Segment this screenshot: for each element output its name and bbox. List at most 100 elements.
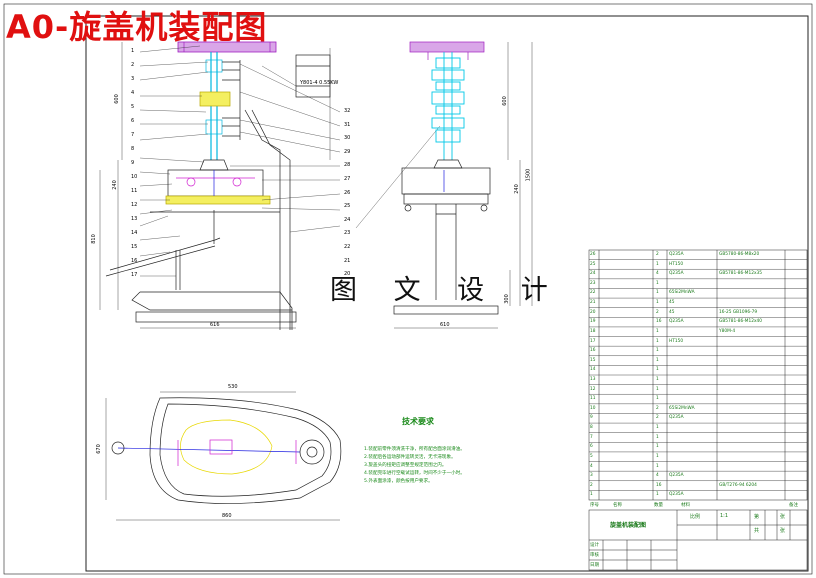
callout-left-17: 17 bbox=[131, 272, 138, 278]
parts-cell-no: 2 bbox=[590, 482, 593, 488]
callout-left-6: 6 bbox=[131, 118, 135, 124]
side-dim-width: 610 bbox=[440, 322, 450, 328]
parts-cell-material: HT150 bbox=[669, 338, 684, 344]
tech-note: 3.旋盖头的扭矩应调整至规定范围之内。 bbox=[364, 463, 447, 468]
callout-right-21: 21 bbox=[344, 257, 351, 264]
header-no: 序号 bbox=[590, 503, 599, 508]
parts-cell-no: 17 bbox=[590, 338, 596, 344]
parts-cell-material: Q235A bbox=[669, 252, 684, 257]
parts-cell-qty: 1 bbox=[656, 434, 659, 440]
parts-cell-no: 15 bbox=[590, 357, 596, 363]
parts-cell-qty: 1 bbox=[656, 396, 659, 402]
top-view bbox=[105, 391, 342, 521]
callout-left-5: 5 bbox=[131, 104, 135, 110]
callout-right-29: 29 bbox=[344, 148, 351, 155]
parts-cell-no: 22 bbox=[590, 290, 596, 296]
parts-cell-no: 7 bbox=[590, 434, 593, 440]
parts-row: 13 1 bbox=[589, 375, 807, 385]
title-block-sheet-4: 张 bbox=[780, 528, 786, 534]
parts-cell-material: 45 bbox=[669, 300, 675, 306]
parts-cell-no: 12 bbox=[590, 386, 596, 392]
parts-row: 2 16 GB/T276-94 6204 bbox=[589, 481, 807, 491]
parts-cell-qty: 1 bbox=[656, 357, 659, 363]
title-block-sheet-2: 张 bbox=[780, 514, 786, 520]
parts-cell-material: Q235A bbox=[669, 415, 684, 421]
top-dim-width-bottom: 860 bbox=[222, 513, 232, 519]
parts-cell-no: 6 bbox=[590, 444, 593, 450]
parts-cell-remark: GB/T276-94 6204 bbox=[719, 482, 757, 488]
callout-right-30: 30 bbox=[344, 135, 351, 142]
title-block-left-label: 设计 bbox=[590, 543, 599, 548]
front-dim-total: 810 bbox=[90, 234, 97, 244]
parts-cell-no: 25 bbox=[590, 261, 596, 267]
tech-note: 4.装配完毕进行空载试运转，时间不少于一小时。 bbox=[364, 471, 465, 476]
parts-header: 序号 名称 数量 材料 备注 bbox=[589, 501, 807, 510]
parts-cell-no: 5 bbox=[590, 453, 593, 459]
motor-label: Y801-4 0.55KW bbox=[300, 80, 339, 86]
parts-cell-qty: 1 bbox=[656, 338, 659, 344]
title-block-sheet-1: 第 bbox=[754, 514, 760, 520]
tech-requirements-title: 技术要求 bbox=[402, 417, 434, 426]
parts-cell-no: 4 bbox=[590, 463, 593, 469]
outer-border bbox=[3, 3, 813, 575]
parts-cell-qty: 1 bbox=[656, 300, 659, 306]
callout-left-16: 16 bbox=[131, 258, 138, 264]
callout-left-13: 13 bbox=[131, 216, 138, 222]
title-block-scale-label: 比例 bbox=[690, 514, 701, 520]
callout-left-4: 4 bbox=[131, 90, 135, 96]
callout-right-27: 27 bbox=[344, 176, 351, 182]
parts-cell-qty: 1 bbox=[656, 444, 659, 450]
front-dim-mid: 240 bbox=[111, 180, 118, 190]
callout-left-2: 2 bbox=[131, 62, 135, 68]
inner-frame bbox=[85, 15, 809, 572]
front-dim-upper: 600 bbox=[113, 94, 120, 104]
top-dim-width-top: 530 bbox=[228, 384, 238, 390]
parts-cell-qty: 1 bbox=[656, 463, 659, 469]
side-dim-total: 1500 bbox=[525, 168, 532, 182]
parts-cell-remark: GB5780-86-M8x20 bbox=[719, 252, 760, 257]
parts-cell-no: 3 bbox=[590, 473, 593, 479]
title-block-grid bbox=[588, 509, 808, 571]
drawing-title: A0-旋盖机装配图 bbox=[6, 8, 268, 46]
parts-cell-qty: 4 bbox=[656, 271, 659, 277]
callout-left-12: 12 bbox=[131, 202, 138, 208]
callout-right-22: 22 bbox=[344, 244, 351, 250]
callout-left-7: 7 bbox=[131, 132, 135, 138]
parts-cell-qty: 16 bbox=[656, 482, 662, 488]
parts-cell-no: 11 bbox=[590, 396, 596, 402]
front-view bbox=[99, 41, 331, 330]
parts-cell-no: 13 bbox=[590, 377, 596, 382]
title-block-sheet-3: 共 bbox=[754, 528, 760, 534]
title-block-scale-value: 1:1 bbox=[720, 513, 729, 519]
callout-left-14: 14 bbox=[131, 230, 138, 236]
parts-cell-qty: 1 bbox=[656, 377, 659, 382]
parts-cell-no: 14 bbox=[590, 367, 596, 373]
parts-cell-no: 18 bbox=[590, 328, 596, 334]
parts-cell-material: Q235A bbox=[669, 473, 684, 479]
parts-cell-qty: 1 bbox=[656, 492, 659, 498]
callout-left-1: 1 bbox=[131, 48, 135, 54]
parts-cell-remark: 16-25 GB1096-79 bbox=[719, 309, 758, 315]
parts-cell-material: Q235A bbox=[669, 271, 684, 277]
parts-cell-material: Q235A bbox=[669, 319, 684, 325]
parts-cell-remark: Y80M-4 bbox=[719, 328, 736, 334]
callout-right-31: 31 bbox=[344, 121, 351, 128]
tech-requirements-notes: 1.装配前零件须清洗干净，所有配合面涂润滑油。2.装配后各运动部件运转灵活，无卡… bbox=[364, 446, 524, 486]
header-qty: 数量 bbox=[654, 503, 663, 508]
tech-note: 2.装配后各运动部件运转灵活，无卡滞现象。 bbox=[364, 455, 456, 460]
parts-cell-no: 19 bbox=[590, 319, 596, 325]
parts-cell-material: 65Si2MnWA bbox=[669, 405, 695, 411]
